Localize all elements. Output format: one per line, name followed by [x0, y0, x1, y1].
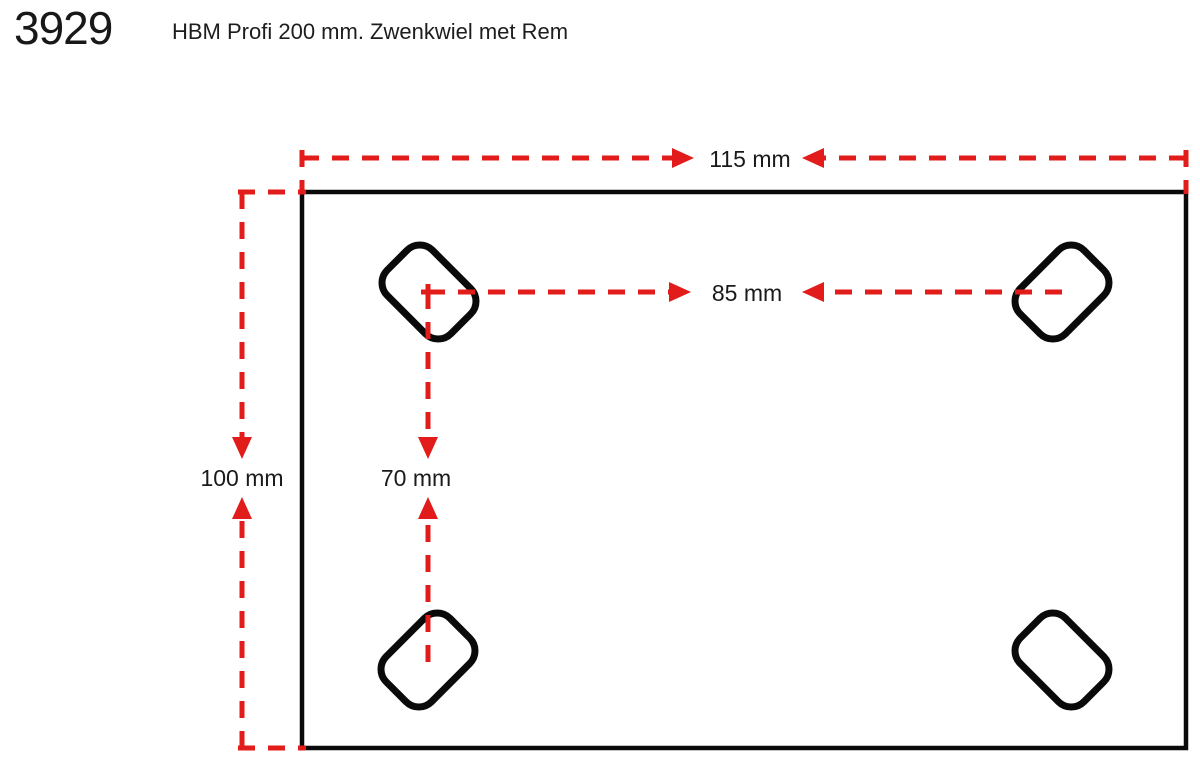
page-title: HBM Profi 200 mm. Zwenkwiel met Rem — [172, 19, 569, 44]
arrow-left-85 — [802, 282, 824, 302]
arrow-right-85 — [669, 282, 691, 302]
hole-top-left — [378, 241, 480, 343]
arrow-right-115 — [672, 148, 694, 168]
hole-top-right — [1011, 241, 1113, 343]
dimension-100mm: 100 mm — [200, 189, 306, 751]
arrow-left-115 — [802, 148, 824, 168]
mounting-plate-outline — [299, 189, 1189, 751]
dimension-115mm: 115 mm — [299, 146, 1189, 194]
dimension-label-100: 100 mm — [200, 465, 283, 491]
hole-bottom-right — [1011, 609, 1113, 711]
dimension-85mm: 85 mm — [425, 280, 1062, 312]
dimension-label-115: 115 mm — [709, 146, 790, 172]
hole-bottom-left — [377, 609, 479, 711]
dimension-70mm: 70 mm — [381, 289, 451, 662]
arrow-up-100 — [232, 497, 252, 519]
arrow-down-70 — [418, 437, 438, 459]
arrow-down-100 — [232, 437, 252, 459]
drawing-header: 3929 HBM Profi 200 mm. Zwenkwiel met Rem — [0, 0, 1200, 70]
dimension-label-70: 70 mm — [381, 465, 451, 491]
product-code: 3929 — [14, 2, 113, 54]
dimension-label-85: 85 mm — [712, 280, 782, 306]
arrow-up-70 — [418, 497, 438, 519]
